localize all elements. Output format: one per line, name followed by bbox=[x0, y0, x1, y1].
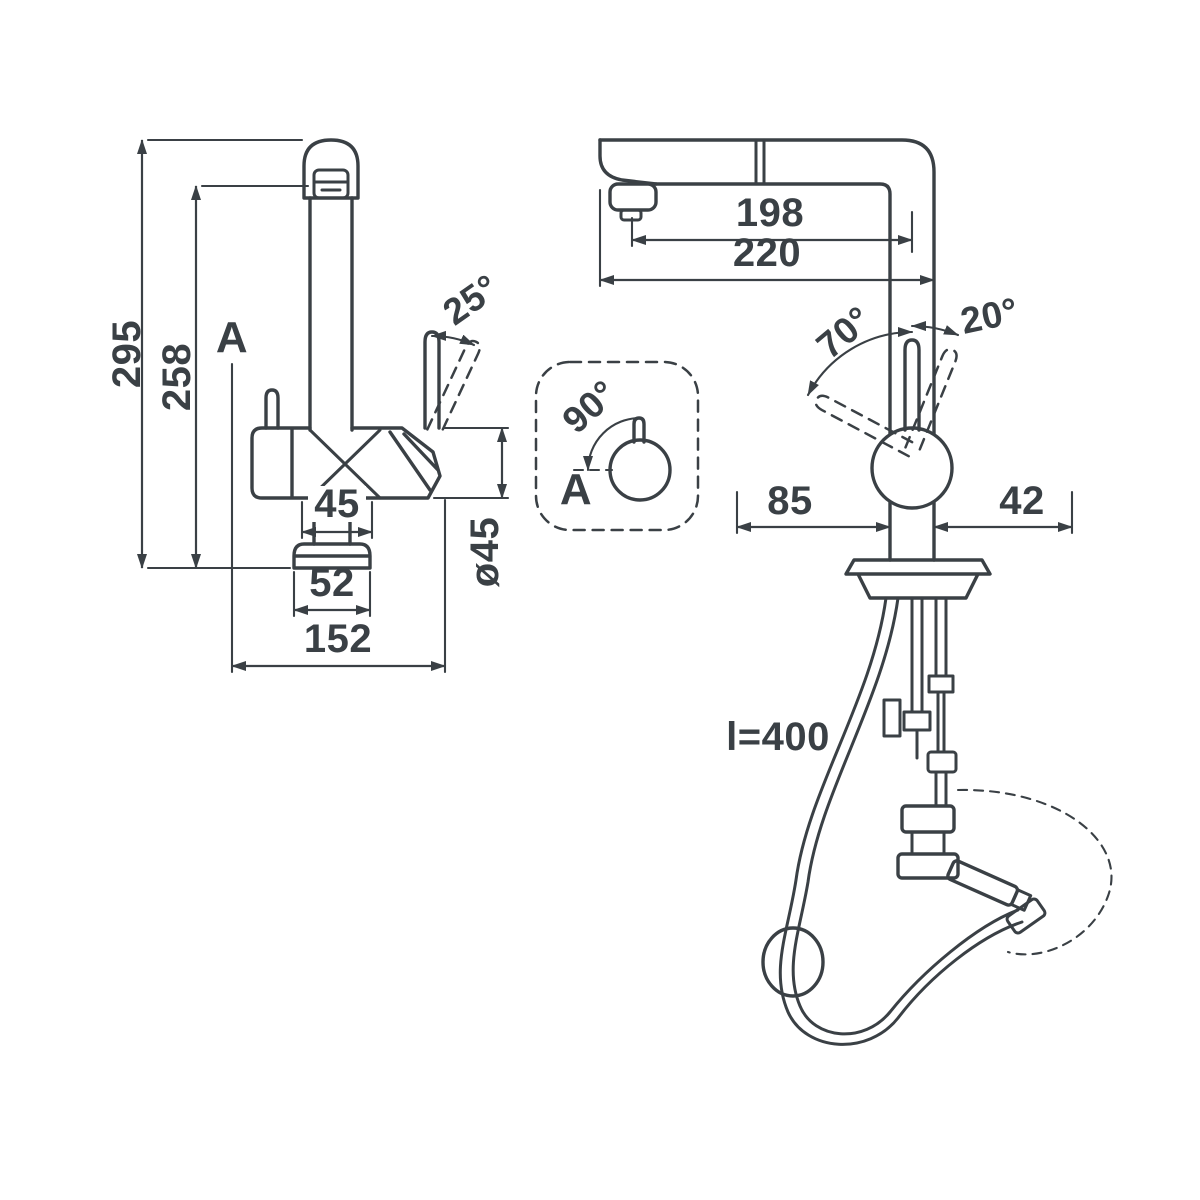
right-lever-upright bbox=[423, 330, 441, 430]
hose-length-label: l=400 bbox=[726, 715, 830, 759]
dim-label-20deg: 20° bbox=[957, 290, 1022, 342]
under-sink-assembly: l=400 bbox=[726, 596, 1113, 1046]
dim-label-70deg: 70° bbox=[809, 298, 879, 366]
dim-body-diameter-45: ø45 bbox=[432, 426, 510, 587]
mixer-body-sphere bbox=[870, 426, 954, 510]
aerator-outline bbox=[312, 168, 350, 200]
dim-total-width-152: 152 bbox=[230, 362, 447, 674]
pipe-fitting-1 bbox=[902, 710, 932, 732]
section-marker-a: A bbox=[216, 313, 248, 362]
pullout-hose-edge-b bbox=[791, 596, 1020, 1036]
dim-axis-to-rear-42: 42 bbox=[933, 479, 1074, 535]
dim-spout-reach-overall-220: 220 bbox=[598, 188, 935, 288]
dim-spout-reach-198: 198 bbox=[630, 191, 914, 254]
label-halo bbox=[308, 486, 366, 522]
dim-axis-to-front-85: 85 bbox=[735, 479, 891, 535]
side-lever-tilted-back-ghost bbox=[814, 394, 917, 458]
aerator-detail-lines bbox=[312, 180, 350, 192]
right-lever-tilted-outline bbox=[426, 339, 482, 437]
dim-body-width-45: 45 bbox=[300, 482, 374, 540]
hose-weight-ball bbox=[761, 926, 825, 998]
side-faucet-outline bbox=[598, 138, 992, 600]
extension-lines bbox=[432, 426, 510, 500]
dim-handle-angle-25: 25° bbox=[430, 266, 507, 347]
dim-label-85: 85 bbox=[767, 479, 813, 523]
spout-column bbox=[308, 196, 354, 432]
dim-label-220: 220 bbox=[733, 231, 801, 275]
valve-body-upper bbox=[900, 804, 956, 834]
hose-end-connector bbox=[1005, 897, 1047, 935]
dim-handle-tilt-back-70: 70° bbox=[806, 298, 914, 397]
dim-label-295: 295 bbox=[105, 320, 149, 388]
dim-height-to-aerator: 258 bbox=[155, 184, 310, 569]
pullout-joint-lines bbox=[754, 138, 766, 186]
dim-label-25deg: 25° bbox=[436, 266, 507, 333]
pipe-fitting-3 bbox=[926, 750, 958, 774]
dim-label-52: 52 bbox=[309, 561, 355, 605]
dim-label-90deg: 90° bbox=[555, 372, 625, 441]
swivel-angle-arc bbox=[583, 416, 642, 472]
dim-label-42: 42 bbox=[999, 479, 1045, 523]
escutcheon-base bbox=[844, 558, 992, 600]
extension-lines bbox=[230, 362, 447, 674]
dim-label-258: 258 bbox=[155, 343, 199, 411]
side-aerator bbox=[608, 182, 658, 212]
dim-base-width-52: 52 bbox=[292, 561, 372, 618]
angle-arc bbox=[910, 321, 960, 337]
lever-forward-outline bbox=[904, 348, 958, 454]
front-faucet-outline bbox=[250, 138, 482, 570]
extension-lines bbox=[146, 138, 304, 570]
valve-body-middle bbox=[910, 830, 946, 856]
side-view: 198 220 70° 20° 85 42 bbox=[598, 138, 1113, 1046]
right-lever-tilted-ghost bbox=[426, 339, 482, 437]
right-body bbox=[350, 426, 442, 500]
left-handle-stub bbox=[264, 388, 280, 430]
valve-body-lower bbox=[896, 852, 960, 880]
spout-head-front bbox=[598, 138, 658, 186]
mounting-bracket bbox=[882, 698, 902, 738]
detail-frame bbox=[534, 360, 700, 532]
pipe-fitting-2 bbox=[927, 674, 955, 694]
dim-label-152: 152 bbox=[304, 617, 372, 661]
handle-top-view bbox=[608, 438, 672, 502]
pullout-hose-edge-a bbox=[778, 596, 1024, 1046]
base-flange bbox=[292, 542, 372, 570]
dim-label-198: 198 bbox=[736, 191, 804, 235]
dim-handle-tilt-forward-20: 20° bbox=[910, 290, 1022, 342]
section-label-a: A bbox=[216, 313, 248, 362]
lever-back-outline bbox=[814, 394, 917, 458]
dim-label-dia45: ø45 bbox=[463, 517, 507, 587]
dim-label-45: 45 bbox=[314, 482, 360, 526]
side-lever-upright bbox=[903, 338, 921, 432]
left-body bbox=[250, 426, 312, 500]
angle-arc bbox=[806, 327, 914, 397]
side-lever-tilted-forward-ghost bbox=[904, 348, 958, 454]
detail-view-a: 90° A bbox=[534, 360, 700, 532]
spray-head-travel-path bbox=[956, 788, 1113, 956]
angle-arc bbox=[430, 330, 476, 347]
dim-height-total: 295 bbox=[105, 138, 304, 570]
front-view: 295 258 A 25° 45 ø45 52 bbox=[105, 138, 510, 674]
supply-pipes bbox=[910, 596, 948, 808]
hose-connector-body bbox=[1005, 897, 1047, 935]
detail-view-label-a: A bbox=[560, 465, 592, 514]
